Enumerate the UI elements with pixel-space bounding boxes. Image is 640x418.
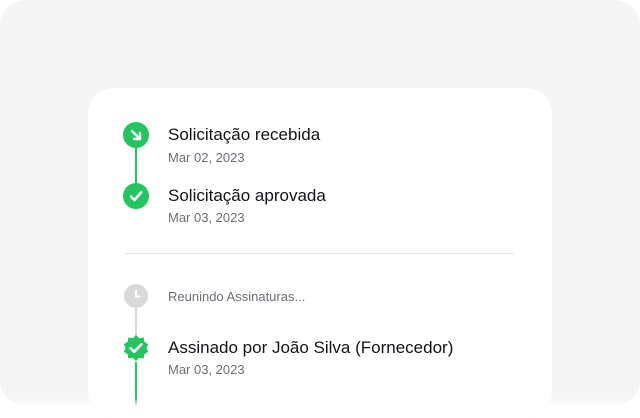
signature-title: Assinado por João Silva (Fornecedor) xyxy=(168,338,454,357)
signature-date: Mar 03, 2023 xyxy=(168,362,245,377)
badge-check-icon xyxy=(121,333,151,363)
arrow-down-right-icon xyxy=(123,122,149,148)
pending-status-label: Reunindo Assinaturas... xyxy=(168,289,306,304)
step-date: Mar 02, 2023 xyxy=(168,150,245,165)
section-divider xyxy=(125,253,514,254)
step-date: Mar 03, 2023 xyxy=(168,210,245,225)
timeline-connector xyxy=(135,362,137,406)
timeline-connector xyxy=(135,147,137,185)
timeline-connector-pending xyxy=(135,308,137,336)
check-icon xyxy=(123,183,149,209)
bottom-fade xyxy=(0,398,640,406)
step-title: Solicitação aprovada xyxy=(168,186,326,205)
clock-icon xyxy=(124,284,148,308)
step-title: Solicitação recebida xyxy=(168,125,321,144)
